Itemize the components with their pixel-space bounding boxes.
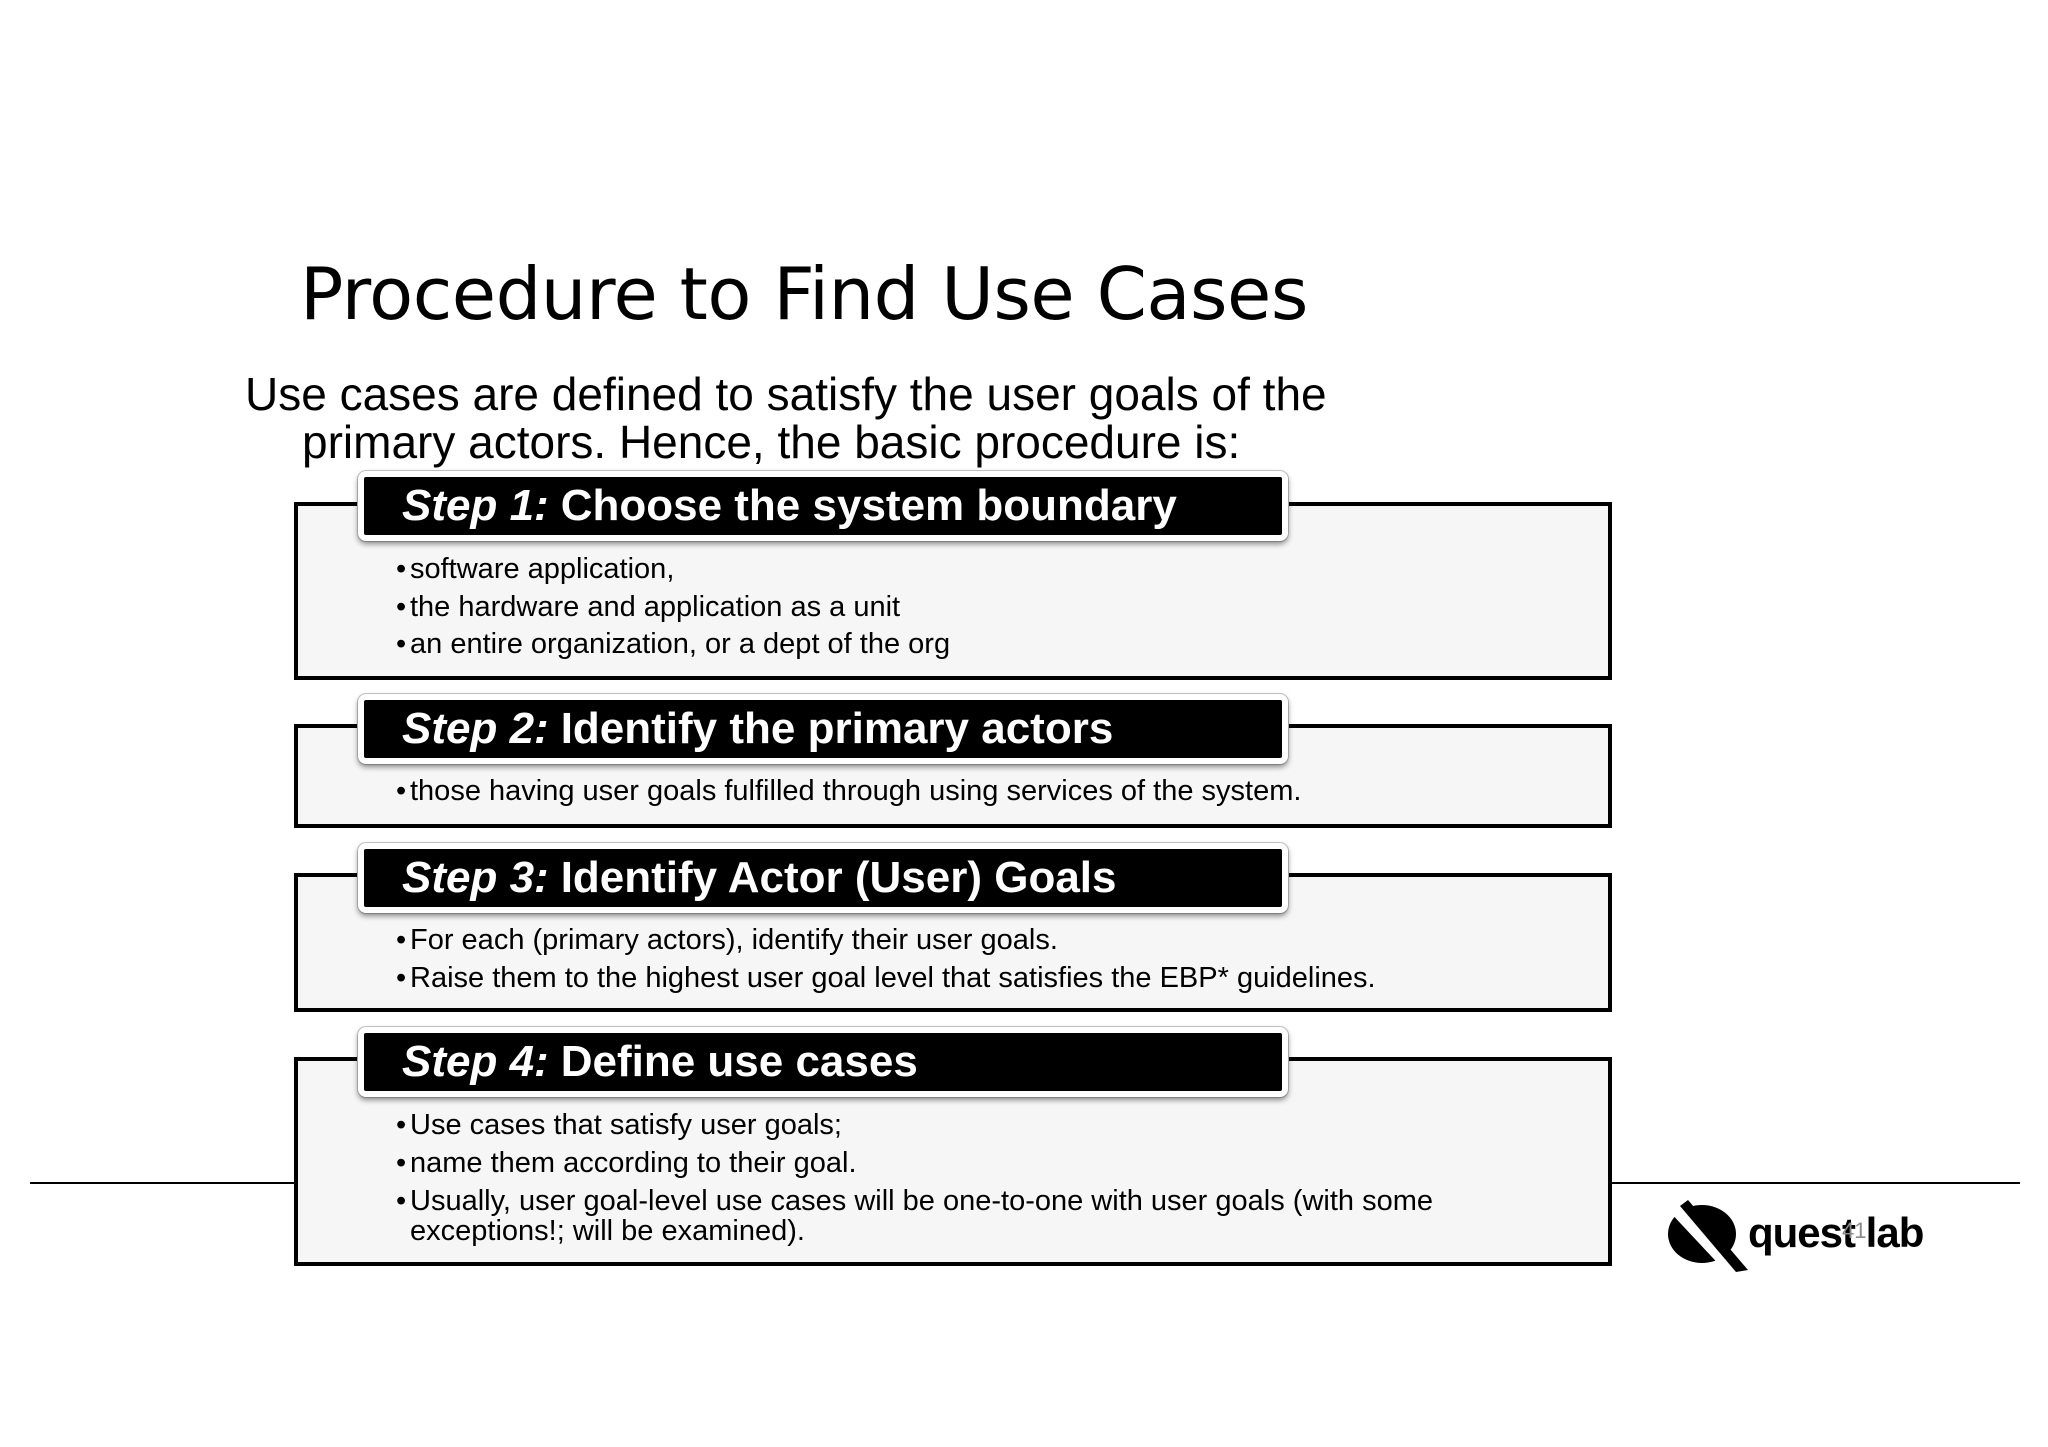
step-2-title: Identify the primary actors	[560, 704, 1114, 753]
step-2-header: Step 2:Identify the primary actors	[358, 694, 1288, 764]
list-item: those having user goals fulfilled throug…	[396, 773, 1526, 811]
step-1-title: Choose the system boundary	[560, 481, 1177, 530]
step-3-title: Identify Actor (User) Goals	[560, 853, 1117, 902]
list-item: name them according to their goal.	[396, 1145, 1526, 1183]
step-4-bullets: Use cases that satisfy user goals; name …	[396, 1107, 1526, 1246]
step-3-bullets: For each (primary actors), identify thei…	[396, 922, 1526, 997]
step-1-bullets: software application, the hardware and a…	[396, 551, 1526, 664]
list-item: Use cases that satisfy user goals;	[396, 1107, 1526, 1145]
list-item: Raise them to the highest user goal leve…	[396, 960, 1526, 998]
step-1-header: Step 1:Choose the system boundary	[358, 471, 1288, 541]
step-3-number: Step 3:	[402, 853, 549, 902]
list-item: Usually, user goal-level use cases will …	[396, 1186, 1526, 1246]
step-2-bullets: those having user goals fulfilled throug…	[396, 773, 1526, 811]
page-number: 41	[1842, 1218, 1867, 1243]
step-4-title: Define use cases	[560, 1037, 918, 1086]
step-4-header: Step 4:Define use cases	[358, 1027, 1288, 1097]
step-4-number: Step 4:	[402, 1037, 549, 1086]
logo-text: quest lab	[1748, 1209, 1924, 1256]
list-item: For each (primary actors), identify thei…	[396, 922, 1526, 960]
slide-title: Procedure to Find Use Cases	[300, 252, 1308, 336]
quest-lab-q-icon	[1668, 1200, 1748, 1272]
list-item: an entire organization, or a dept of the…	[396, 626, 1526, 664]
list-item: the hardware and application as a unit	[396, 589, 1526, 627]
intro-line-2: primary actors. Hence, the basic procedu…	[302, 416, 1241, 468]
list-item: software application,	[396, 551, 1526, 589]
intro-text: Use cases are defined to satisfy the use…	[245, 370, 1495, 466]
step-1-number: Step 1:	[402, 481, 549, 530]
step-3-header: Step 3:Identify Actor (User) Goals	[358, 843, 1288, 913]
step-2-number: Step 2:	[402, 704, 549, 753]
intro-line-1: Use cases are defined to satisfy the use…	[245, 368, 1327, 420]
